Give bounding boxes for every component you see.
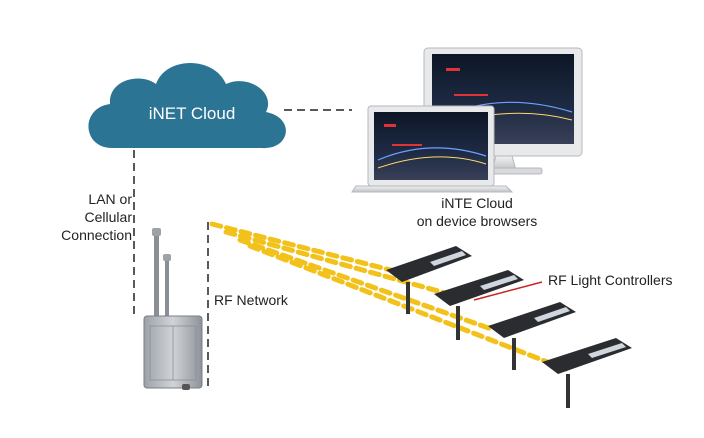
street-light-icon bbox=[542, 338, 632, 408]
browsers-label-line-2: on device browsers bbox=[416, 213, 538, 229]
connection-label-line-3: Connection bbox=[61, 227, 132, 243]
connection-label-line-1: LAN or bbox=[88, 191, 132, 207]
cloud-label: iNET Cloud bbox=[148, 104, 236, 123]
controllers-pointer-line bbox=[473, 281, 543, 301]
controllers-label: RF Light Controllers bbox=[548, 272, 673, 288]
rf-network-label: RF Network bbox=[214, 292, 288, 308]
cloud-icon bbox=[88, 63, 286, 149]
connection-label-line-2: Cellular bbox=[84, 209, 132, 225]
street-light-icon bbox=[488, 302, 576, 370]
gateway-device-icon bbox=[143, 228, 203, 390]
street-light-icon bbox=[386, 246, 472, 314]
street-light-icon bbox=[434, 270, 524, 340]
monitor-icon bbox=[423, 47, 583, 175]
browsers-label: iNTE Cloud on device browsers bbox=[394, 194, 560, 230]
connection-label: LAN or Cellular Connection bbox=[36, 190, 132, 244]
laptop-icon bbox=[351, 105, 514, 193]
browsers-label-line-1: iNTE Cloud bbox=[441, 195, 513, 211]
